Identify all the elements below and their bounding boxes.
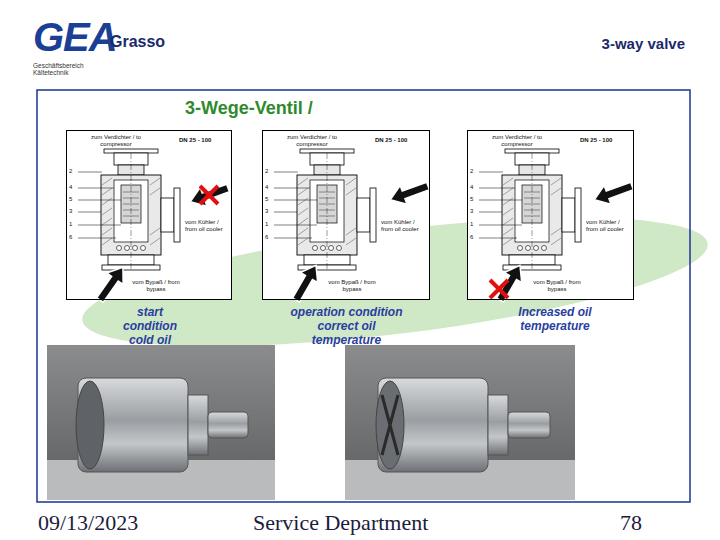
brand-name: Grasso xyxy=(110,33,180,51)
port-label: DN 25 - 100 xyxy=(179,137,229,144)
callout-number: 6 xyxy=(69,234,77,241)
callout-number: 4 xyxy=(69,184,77,191)
flow-arrow xyxy=(287,260,324,305)
callout-number: 2 xyxy=(265,168,273,175)
panel-ground xyxy=(467,130,634,300)
callout-number: 3 xyxy=(470,208,478,215)
footer-date: 09/13/2023 xyxy=(38,510,178,535)
callout-number: 5 xyxy=(265,196,273,203)
division-name: Geschäftsbereich Kältetechnik xyxy=(33,62,103,77)
port-label: vom Kühler / from oil cooler xyxy=(185,219,231,233)
cartridge-opening xyxy=(76,381,104,469)
cartridge-photo xyxy=(345,345,575,500)
port-label: vom Kühler / from oil cooler xyxy=(586,219,632,233)
flow-arrow xyxy=(491,260,528,305)
callout-number: 1 xyxy=(470,221,478,228)
callout-number: 2 xyxy=(470,168,478,175)
callout-number: 3 xyxy=(265,208,273,215)
slide-topic: 3-way valve xyxy=(560,35,685,52)
port-label: zum Verdichter / to compressor xyxy=(281,134,343,148)
cartridge-webs xyxy=(382,395,398,455)
callout-number: 1 xyxy=(69,221,77,228)
callout-number: 2 xyxy=(69,168,77,175)
valve-panel: zum Verdichter / to compressor DN 25 - 10… xyxy=(467,130,634,300)
port-label: vom Bypaß / from bypass xyxy=(325,279,379,293)
valve-panel: zum Verdichter / to compressor DN 25 - 10… xyxy=(262,130,430,300)
blocked-mark xyxy=(490,280,508,298)
blocked-mark xyxy=(200,186,218,204)
logo-text: GEA xyxy=(33,14,113,60)
slide-title: 3-Wege-Ventil / xyxy=(185,98,313,119)
flow-arrow xyxy=(187,179,231,211)
photo-ground xyxy=(47,345,275,500)
callout-number: 6 xyxy=(470,234,478,241)
state-caption: start condition cold oil xyxy=(112,306,188,347)
page-number: 78 xyxy=(620,510,660,535)
callout-number: 4 xyxy=(470,184,478,191)
callout-number: 4 xyxy=(265,184,273,191)
state-caption: Increased oil temperature xyxy=(517,306,593,334)
port-label: zum Verdichter / to compressor xyxy=(486,134,548,148)
cartridge-stem xyxy=(508,412,550,438)
valve-drawing xyxy=(274,149,376,270)
callout-number: 6 xyxy=(265,234,273,241)
port-label: DN 25 - 100 xyxy=(580,137,630,144)
callout-number: 5 xyxy=(69,196,77,203)
cartridge-collar xyxy=(188,395,208,455)
port-label: DN 25 - 100 xyxy=(375,137,425,144)
cartridge-collar xyxy=(488,395,508,455)
photo-ground xyxy=(345,345,575,500)
panel-ground xyxy=(66,130,232,300)
cartridge-opening xyxy=(376,381,404,469)
valve-drawing xyxy=(78,149,180,270)
port-label: vom Bypaß / from bypass xyxy=(129,279,183,293)
port-label: vom Bypaß / from bypass xyxy=(530,279,584,293)
cartridge-photo xyxy=(47,345,275,500)
valve-drawing xyxy=(479,149,581,270)
callout-number: 5 xyxy=(470,196,478,203)
callout-number: 3 xyxy=(69,208,77,215)
footer-department: Service Department xyxy=(253,510,473,535)
flow-arrow xyxy=(387,177,431,209)
port-label: zum Verdichter / to compressor xyxy=(85,134,147,148)
port-label: vom Kühler / from oil cooler xyxy=(381,219,427,233)
panel-ground xyxy=(262,130,430,300)
valve-panel: zum Verdichter / to compressor DN 25 - 10… xyxy=(66,130,232,300)
flow-arrow xyxy=(591,177,635,209)
state-caption: operation condition correct oil temperat… xyxy=(284,306,409,347)
content-frame xyxy=(37,90,690,502)
cartridge-stem xyxy=(208,412,248,438)
callout-number: 1 xyxy=(265,221,273,228)
